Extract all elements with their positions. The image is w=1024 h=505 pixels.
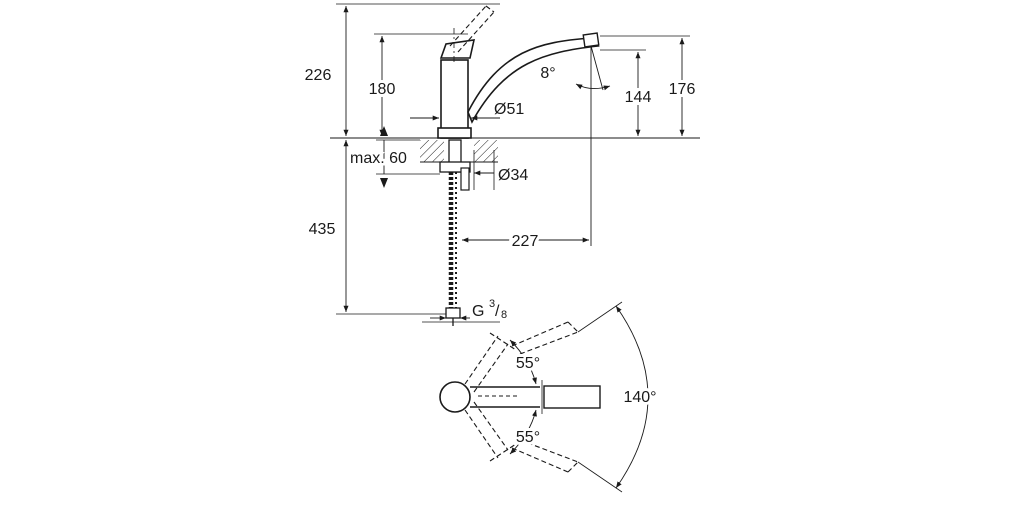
countertop-hatch-right <box>474 140 498 162</box>
dim-180-label: 180 <box>369 81 396 98</box>
faucet-body <box>440 59 469 139</box>
hose-fitting <box>445 307 461 319</box>
dim-144-label: 144 <box>625 89 652 106</box>
max60-label: max. 60 <box>350 150 407 167</box>
svg-text:G: G <box>472 303 484 320</box>
dim-227-label: 227 <box>512 233 539 250</box>
arc-55-upper <box>509 339 537 385</box>
angle-8-arc <box>575 83 611 91</box>
angle-8-label: 8° <box>540 65 555 82</box>
svg-text:3: 3 <box>489 298 495 310</box>
svg-text:/: / <box>495 303 500 320</box>
spout <box>467 37 600 124</box>
lever-raised-outline <box>449 5 495 53</box>
arc-140 <box>615 305 649 489</box>
dim-176-label: 176 <box>669 81 696 98</box>
countertop-hatch-left <box>420 140 444 162</box>
body-circle <box>439 381 471 413</box>
svg-text:8: 8 <box>501 309 507 321</box>
angle-140-label: 140° <box>623 389 656 406</box>
angle-55-lower-label: 55° <box>516 429 540 446</box>
dia51-label: Ø51 <box>494 101 524 118</box>
plan-view <box>439 301 649 493</box>
faucet-base <box>437 127 472 139</box>
lever-handle <box>439 39 476 59</box>
angle-55-upper-label: 55° <box>516 355 540 372</box>
spout-end <box>543 385 601 409</box>
dia34-label: Ø34 <box>498 167 528 184</box>
side-elevation <box>330 3 700 326</box>
g38-label: G 3 / 8 <box>472 298 507 321</box>
fixing-thread <box>460 167 470 191</box>
dim-226-label: 226 <box>305 67 332 84</box>
arc-55-lower <box>509 409 537 455</box>
dim-435-label: 435 <box>309 221 336 238</box>
aerator <box>582 32 600 48</box>
